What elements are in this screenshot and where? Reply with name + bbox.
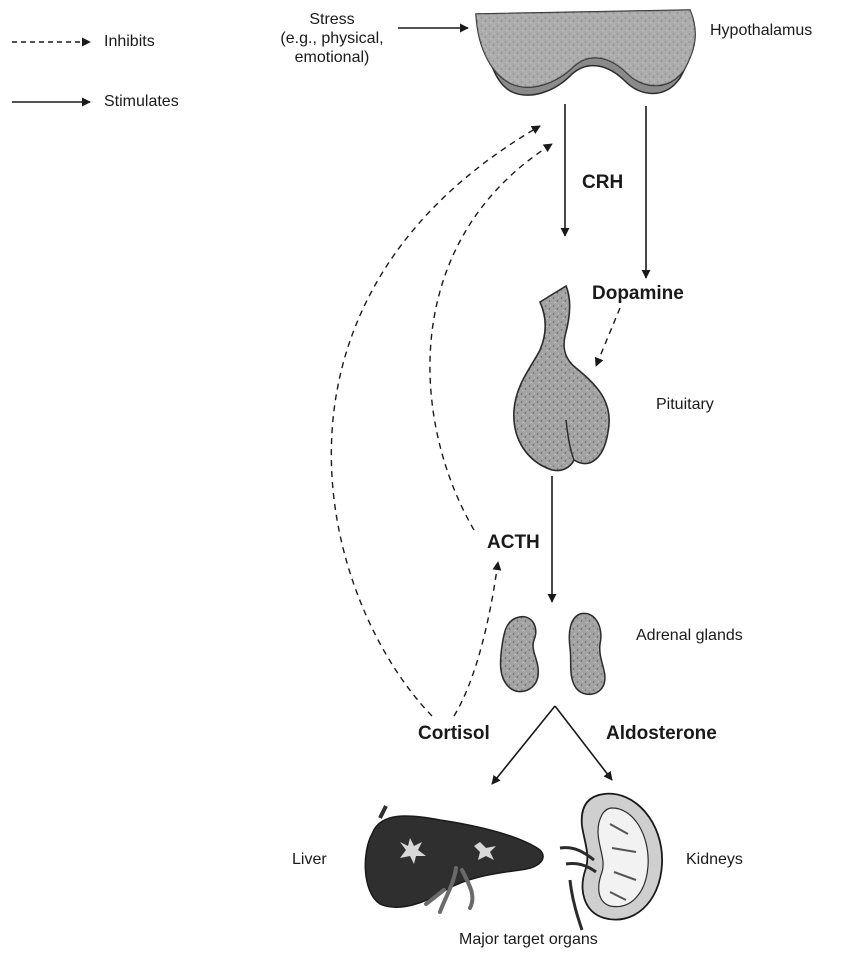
legend-stimulates-label: Stimulates xyxy=(104,93,179,111)
liver-label: Liver xyxy=(292,851,327,869)
legend xyxy=(12,42,90,102)
adrenal-glands-label: Adrenal glands xyxy=(636,627,743,645)
acth-hypothalamus-inhibit xyxy=(430,144,552,530)
aldosterone-label: Aldosterone xyxy=(606,723,717,745)
cortisol-label: Cortisol xyxy=(418,723,490,745)
stress-line-3: emotional) xyxy=(262,48,402,67)
dopamine-label: Dopamine xyxy=(592,283,684,305)
hypothalamus-label: Hypothalamus xyxy=(710,22,812,40)
hypothalamus-shape xyxy=(476,10,695,95)
adrenal-aldosterone-branch xyxy=(555,706,612,780)
adrenal-glands-shape xyxy=(500,613,604,694)
acth-label: ACTH xyxy=(487,532,540,554)
kidneys-label: Kidneys xyxy=(686,851,743,869)
liver-shape xyxy=(365,806,543,912)
crh-label: CRH xyxy=(582,172,623,194)
legend-inhibits-label: Inhibits xyxy=(104,33,155,51)
stress-line-1: Stress xyxy=(262,10,402,29)
stress-label: Stress (e.g., physical, emotional) xyxy=(262,10,402,68)
dopamine-pituitary-inhibit xyxy=(596,308,620,366)
cortisol-acth-inhibit xyxy=(454,562,498,716)
kidney-shape xyxy=(560,794,662,930)
pituitary-label: Pituitary xyxy=(656,396,714,414)
adrenal-cortisol-branch xyxy=(492,706,555,784)
major-target-organs-label: Major target organs xyxy=(459,931,598,949)
pituitary-shape xyxy=(514,286,609,471)
stress-line-2: (e.g., physical, xyxy=(262,29,402,48)
